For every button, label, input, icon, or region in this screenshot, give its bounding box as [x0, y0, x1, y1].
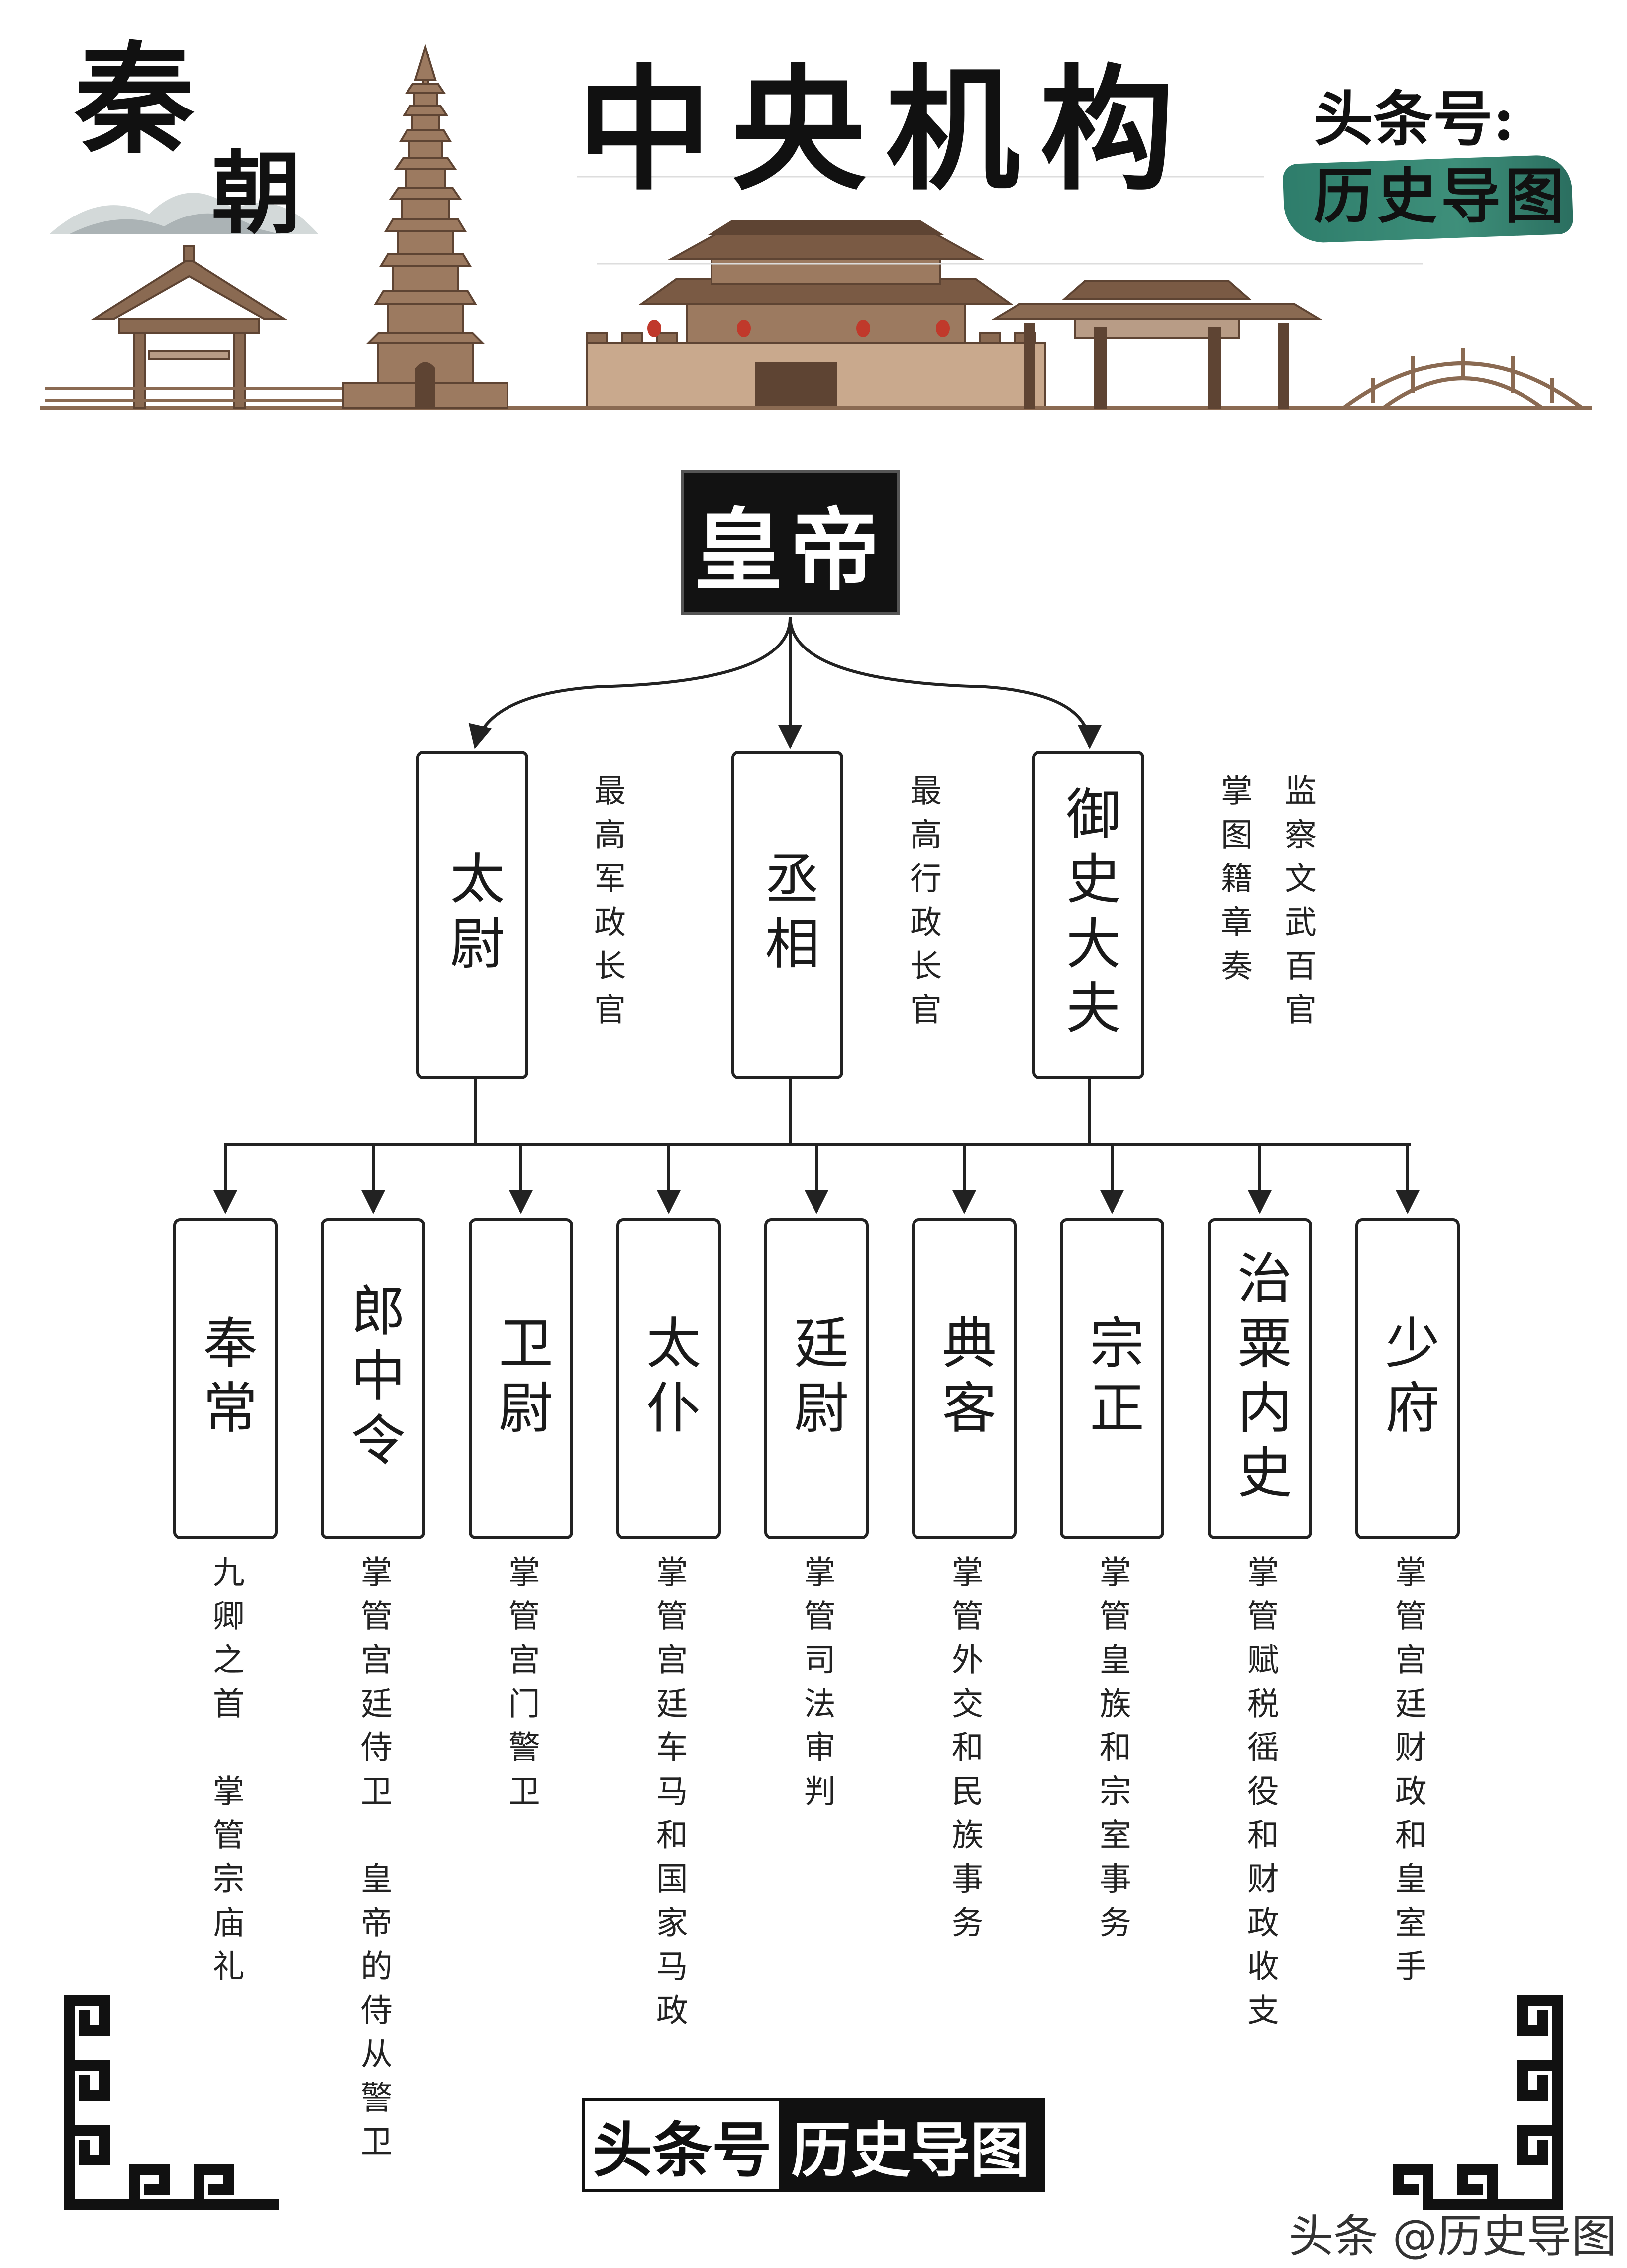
node-taipu-label: 太仆	[637, 1314, 701, 1444]
dynasty-char-qin: 秦	[75, 29, 195, 170]
node-zongzheng-label: 宗正	[1080, 1314, 1144, 1444]
node-langzhongling-label: 郎中令	[341, 1282, 405, 1476]
desc-yushidafu-1: 监察文武百官	[1279, 774, 1316, 1037]
node-langzhongling: 郎中令	[321, 1218, 425, 1539]
node-dianke: 典客	[912, 1218, 1017, 1539]
node-shaofu-label: 少府	[1376, 1314, 1439, 1444]
footer-badge-right: 历史导图	[779, 2101, 1042, 2189]
node-tingwei-label: 廷尉	[785, 1314, 848, 1444]
node-dianke-label: 典客	[932, 1314, 996, 1444]
emperor-label: 皇帝	[693, 498, 887, 603]
corner-fret-left	[64, 1995, 279, 2210]
node-shaofu: 少府	[1355, 1218, 1460, 1539]
emperor-node: 皇帝	[681, 470, 900, 615]
page-title: 中央机构	[577, 50, 1194, 209]
footer-account-badge: 头条号 历史导图	[582, 2098, 1045, 2192]
node-zhisuneishi: 治粟内史	[1208, 1218, 1312, 1539]
node-zongzheng: 宗正	[1060, 1218, 1164, 1539]
node-yushidafu: 御史大夫	[1032, 751, 1144, 1079]
desc-chengxiang: 最高行政长官	[905, 774, 941, 1037]
node-chengxiang-label: 丞相	[755, 850, 819, 979]
desc-langzhongling: 掌管宫廷侍卫 皇帝的侍从警卫	[355, 1555, 392, 2168]
dynasty-char-chao: 朝	[211, 141, 302, 246]
header-banner: 秦 朝 中央机构 头条号: 历史导图	[0, 0, 1627, 438]
connector-emperor-yushi	[789, 617, 1102, 749]
desc-tingwei: 掌管司法审判	[798, 1555, 835, 1818]
architecture-illustration	[40, 44, 1592, 410]
node-taiwei: 太尉	[416, 751, 528, 1079]
account-label: 头条号:	[1314, 84, 1515, 154]
node-weiwei-label: 卫尉	[489, 1314, 553, 1444]
desc-fengchang: 九卿之首 掌管宗庙礼	[207, 1555, 244, 1993]
desc-taipu: 掌管宫廷车马和国家马政	[650, 1555, 688, 2037]
node-chengxiang: 丞相	[731, 751, 843, 1079]
desc-zhisuneishi: 掌管赋税徭役和财政收支	[1241, 1555, 1279, 2037]
node-taipu: 太仆	[616, 1218, 721, 1539]
corner-fret-right	[1393, 1995, 1563, 2210]
desc-shaofu: 掌管宫廷财政和皇室手	[1389, 1555, 1426, 1993]
node-zhisuneishi-label: 治粟内史	[1228, 1249, 1292, 1509]
connector-emperor-taiwei	[468, 617, 792, 749]
node-taiwei-label: 太尉	[440, 850, 505, 979]
footer-badge-left: 头条号	[593, 2116, 772, 2185]
desc-taiwei: 最高军政长官	[589, 774, 625, 1037]
desc-dianke: 掌管外交和民族事务	[946, 1555, 983, 1949]
node-fengchang-label: 奉常	[194, 1314, 257, 1444]
account-name: 历史导图	[1314, 161, 1568, 231]
node-weiwei: 卫尉	[469, 1218, 573, 1539]
desc-weiwei: 掌管宫门警卫	[503, 1555, 540, 1818]
node-fengchang: 奉常	[173, 1218, 278, 1539]
desc-yushidafu-2: 掌图籍章奏	[1216, 774, 1252, 993]
desc-zongzheng: 掌管皇族和宗室事务	[1094, 1555, 1131, 1949]
node-tingwei: 廷尉	[764, 1218, 869, 1539]
watermark: 头条 @历史导图	[1289, 2210, 1617, 2263]
node-yushidafu-label: 御史大夫	[1056, 785, 1120, 1044]
